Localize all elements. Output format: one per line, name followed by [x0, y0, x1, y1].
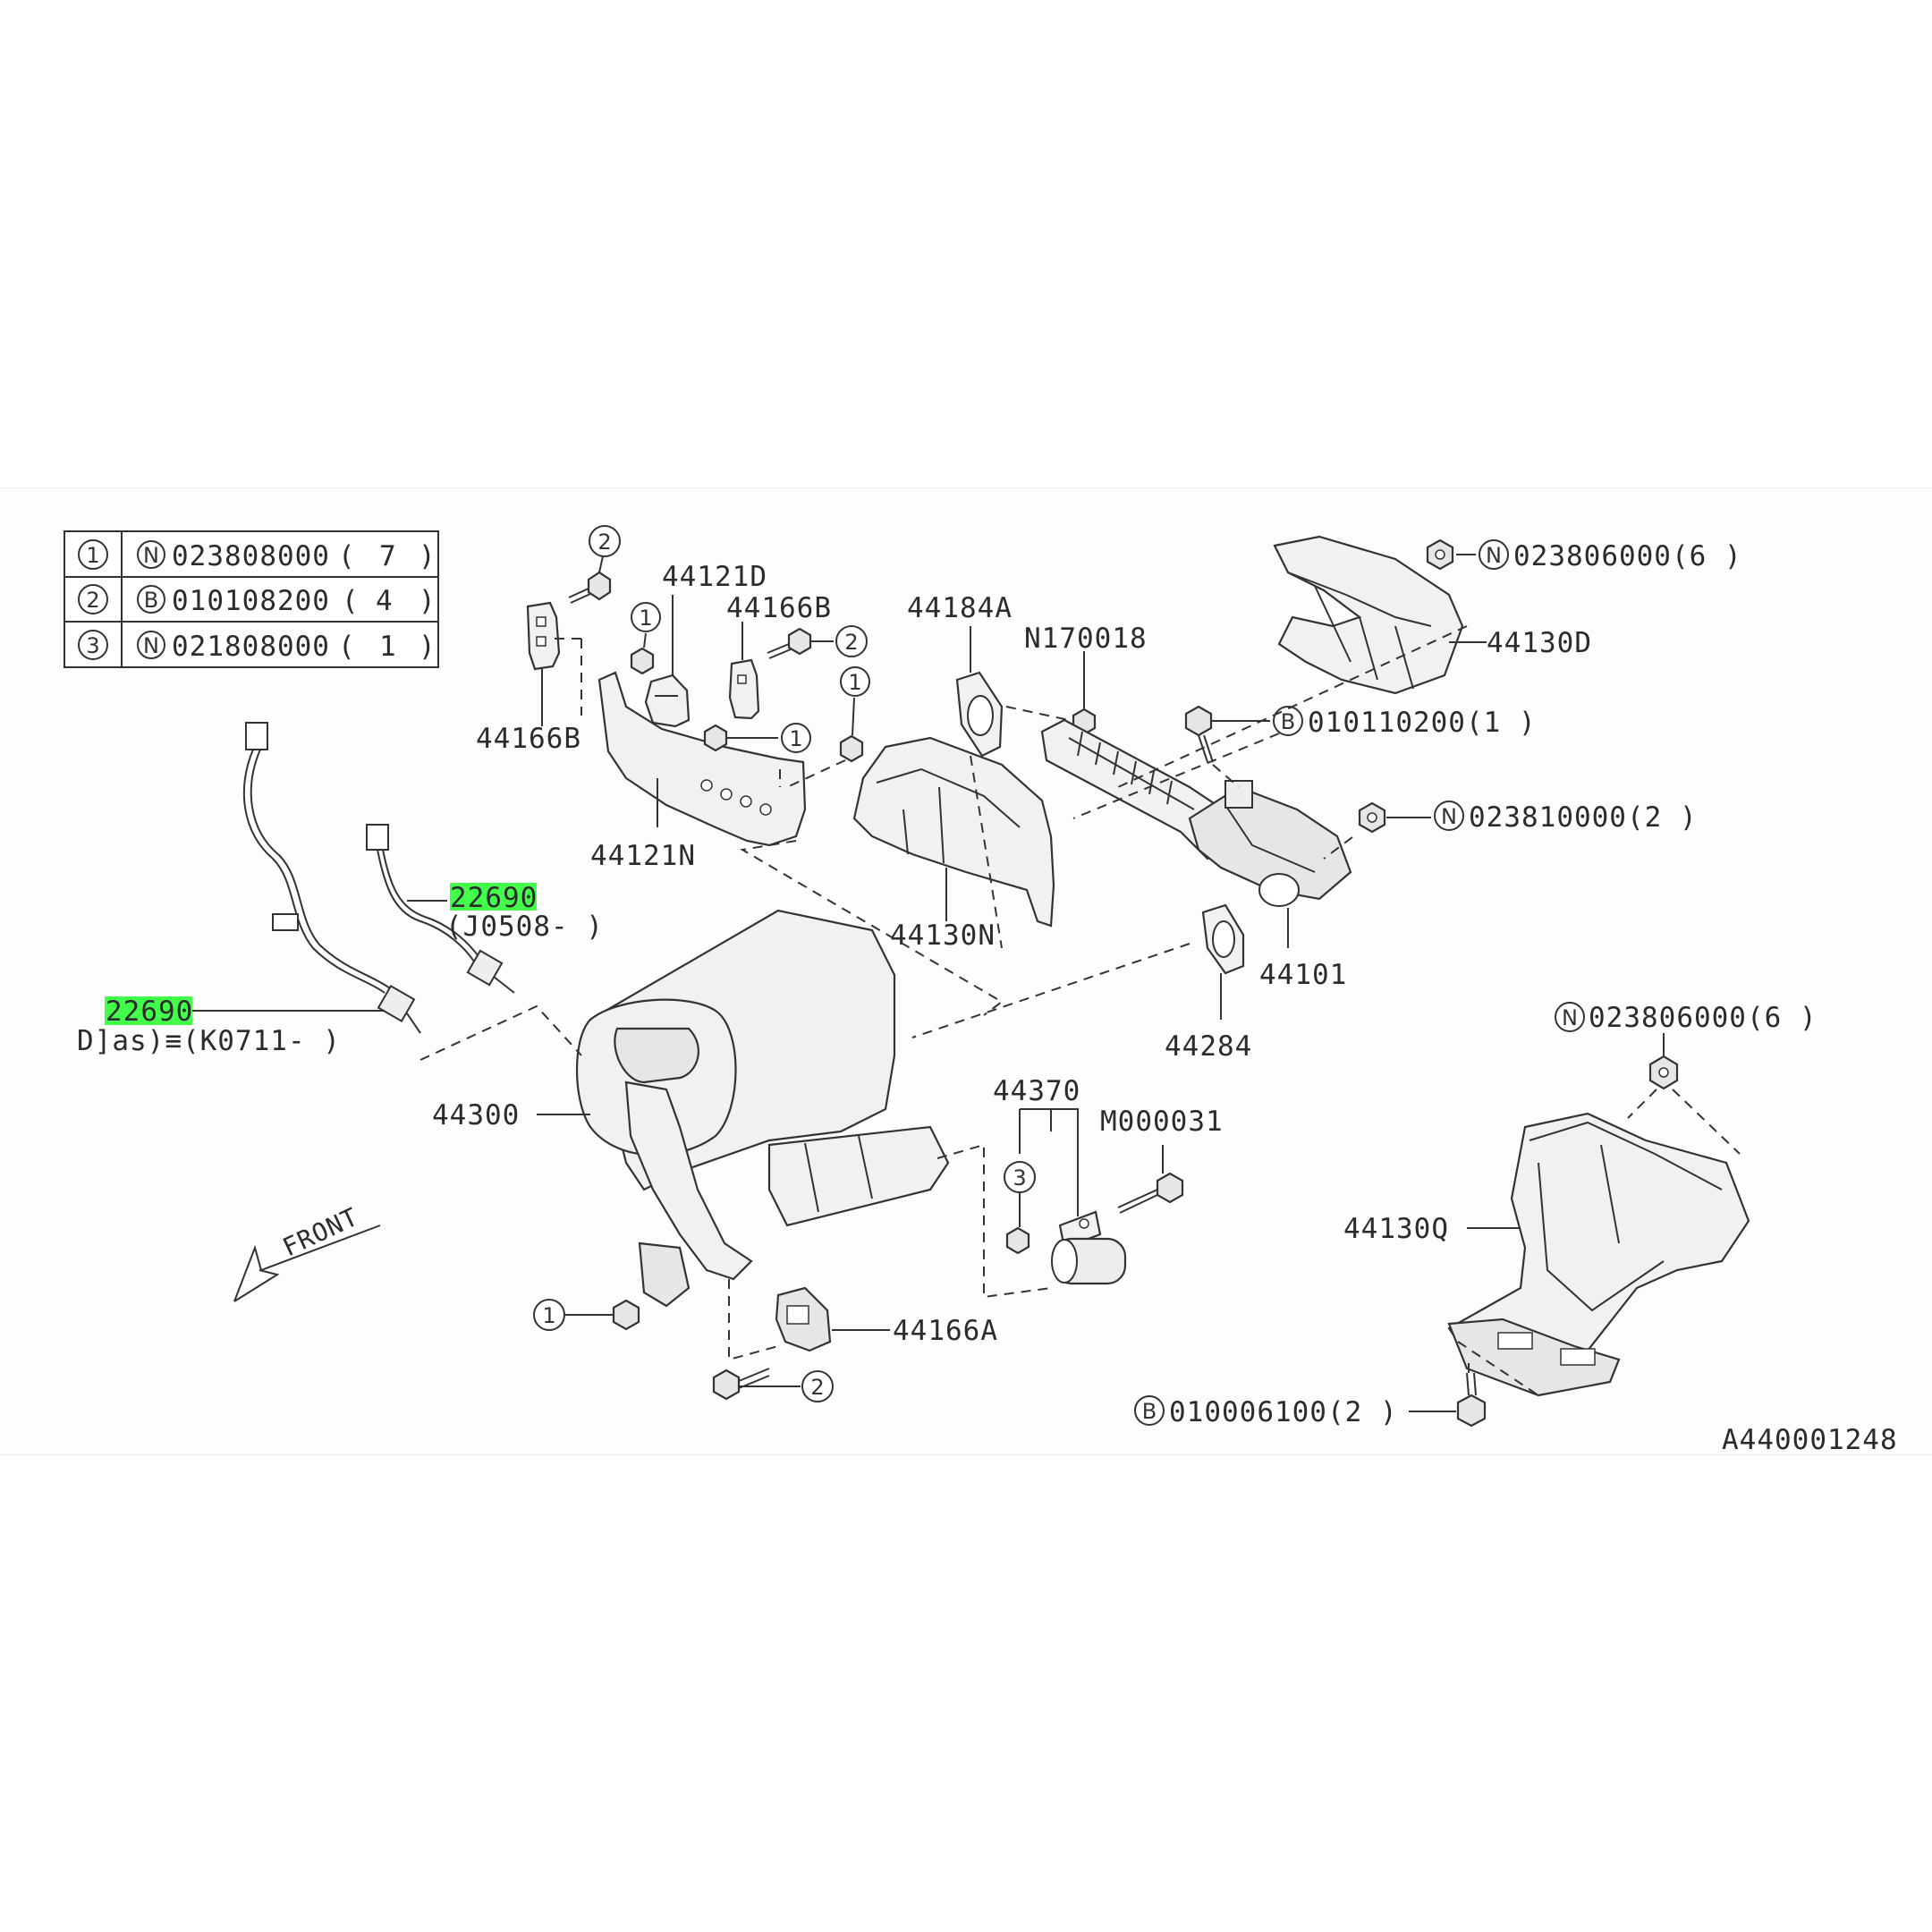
legend-ref-2: 2	[86, 588, 99, 613]
svg-text:1: 1	[848, 670, 861, 695]
label-front: FRONT	[278, 1202, 363, 1263]
oxygen-sensor-lower	[242, 722, 421, 1034]
svg-text:(: (	[338, 540, 356, 572]
legend-table: 1 N 023808000 ( 7 ) 2 B 010108200 ( 4 ) …	[64, 530, 439, 668]
legend-ref-3: 3	[86, 633, 99, 658]
nut-023810000-icon	[1358, 801, 1386, 834]
svg-text:N: N	[1562, 1005, 1578, 1030]
label-44370: 44370	[993, 1075, 1080, 1107]
nut-44121d-icon	[630, 647, 655, 675]
nut-44121d-lower-icon	[703, 724, 728, 752]
nut-lower-left-icon	[612, 1299, 640, 1331]
svg-text:1: 1	[639, 606, 652, 631]
svg-text:B: B	[1281, 709, 1295, 734]
damper-44370	[1051, 1210, 1127, 1285]
svg-text:3: 3	[1013, 1165, 1026, 1191]
bolt-010006100-icon	[1456, 1372, 1487, 1428]
label-sensor-upper-part: 22690	[450, 882, 538, 914]
legend-type-2: B	[144, 588, 158, 613]
heat-shield-44130d	[1273, 535, 1464, 695]
front-arrow-icon	[233, 1224, 381, 1302]
svg-text:1: 1	[542, 1303, 555, 1328]
heat-shield-44130n	[852, 736, 1055, 928]
bracket-44166b-left	[526, 601, 561, 671]
bracket-44166b-top	[728, 658, 760, 720]
nut-right-icon	[1648, 1055, 1679, 1090]
bolt-lower-icon	[712, 1368, 770, 1401]
gasket-44284	[1201, 903, 1245, 975]
nut-44370-icon	[1005, 1226, 1030, 1255]
label-bolt-010110200: 010110200(1 )	[1308, 707, 1537, 739]
legend-qty-1: 7	[379, 540, 397, 572]
legend-part-2: 010108200	[172, 585, 330, 617]
svg-text:N: N	[1486, 543, 1502, 568]
label-44130q: 44130Q	[1343, 1213, 1449, 1245]
label-44300: 44300	[432, 1099, 520, 1131]
nut-44121n-right-icon	[839, 734, 864, 763]
label-m000031: M000031	[1100, 1106, 1224, 1138]
legend-part-3: 021808000	[172, 631, 330, 663]
svg-text:2: 2	[810, 1375, 824, 1400]
label-bolt-010006100: 010006100(2 )	[1169, 1396, 1398, 1428]
label-44166b-top: 44166B	[726, 592, 832, 624]
bracket-44121n	[597, 671, 807, 847]
label-44166b-left: 44166B	[476, 723, 581, 755]
hanger-44166a	[775, 1286, 832, 1352]
svg-text:): )	[419, 631, 436, 663]
label-44184a: 44184A	[907, 592, 1013, 624]
label-44166a: 44166A	[893, 1315, 998, 1347]
label-sensor-lower-part: 22690	[106, 996, 193, 1028]
legend-qty-2: 4	[376, 585, 394, 617]
label-n170018: N170018	[1024, 623, 1148, 655]
svg-text:2: 2	[844, 630, 858, 655]
svg-text:(: (	[342, 585, 360, 617]
legend-qty-3: 1	[379, 631, 397, 663]
label-44130d: 44130D	[1487, 627, 1592, 659]
svg-text:2: 2	[597, 530, 611, 555]
label-44284: 44284	[1165, 1030, 1252, 1063]
label-sensor-upper-code: (J0508- )	[445, 911, 604, 943]
svg-text:(: (	[338, 631, 356, 663]
label-sensor-lower-code: D]as)≡(K0711- )	[77, 1025, 341, 1057]
muffler-44300	[575, 909, 950, 1308]
oxygen-sensor-upper	[366, 824, 515, 994]
svg-text:B: B	[1142, 1399, 1157, 1424]
front-pipe-44101	[1040, 718, 1352, 907]
svg-text:): )	[419, 540, 436, 572]
nut-top-icon	[1426, 538, 1454, 571]
heat-shield-44130q	[1447, 1112, 1750, 1397]
legend-part-1: 023808000	[172, 540, 330, 572]
svg-text:1: 1	[789, 726, 802, 751]
legend-ref-1: 1	[86, 543, 99, 568]
label-44130n: 44130N	[890, 919, 996, 952]
gasket-44184a	[955, 671, 1004, 758]
legend-type-1: N	[143, 543, 159, 568]
label-nut-023806000-right: 023806000(6 )	[1589, 1002, 1818, 1034]
svg-text:): )	[419, 585, 436, 617]
diagram-id: A440001248	[1722, 1424, 1898, 1456]
label-44121d: 44121D	[662, 561, 767, 593]
bolt-m000031-icon	[1117, 1172, 1184, 1214]
bolt-44166b-icon	[767, 627, 812, 659]
label-44121n: 44121N	[590, 840, 696, 872]
label-44101: 44101	[1259, 959, 1347, 991]
bolt-top-left-icon	[568, 571, 612, 604]
legend-type-3: N	[143, 633, 159, 658]
svg-text:N: N	[1441, 804, 1457, 829]
clamp-44121d	[644, 674, 691, 728]
label-nut-023810000: 023810000(2 )	[1469, 801, 1698, 834]
label-nut-023806000-top: 023806000(6 )	[1513, 540, 1742, 572]
bolt-010110200-icon	[1184, 705, 1214, 763]
